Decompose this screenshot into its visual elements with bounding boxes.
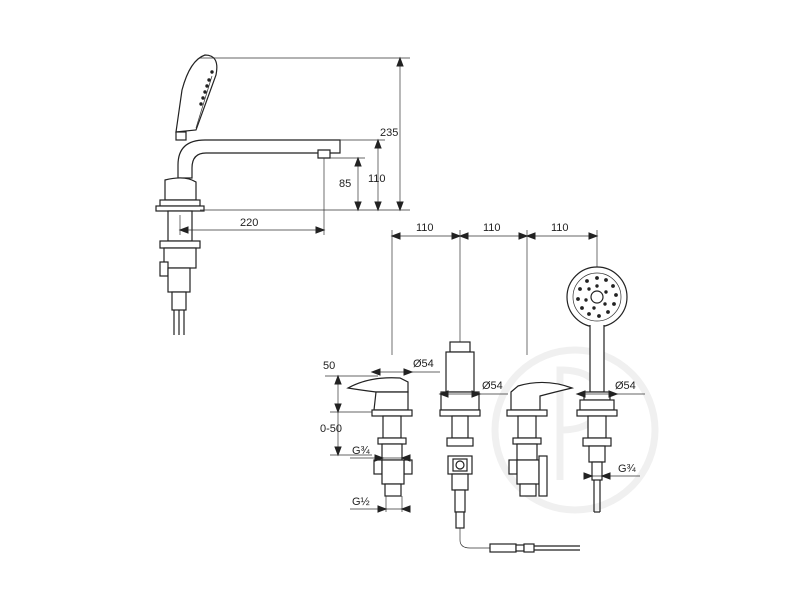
hand-shower-head (175, 54, 218, 133)
right-lever (510, 381, 575, 411)
dim-spacing-2: 110 (483, 222, 501, 234)
left-lever (346, 377, 409, 393)
side-view (155, 54, 410, 335)
dim-height-total: 235 (380, 127, 398, 139)
center-diverter (449, 341, 471, 353)
dim-dia-2: Ø54 (482, 380, 503, 392)
spout (177, 139, 341, 179)
dim-height-lever: 50 (323, 360, 335, 372)
dim-thread-g34-left: G¾ (352, 445, 371, 457)
dim-spacing-1: 110 (416, 222, 434, 234)
front-view (325, 230, 645, 553)
dim-dia-1: Ø54 (413, 358, 434, 370)
dim-height-body: 110 (368, 173, 386, 185)
connector-hose (489, 543, 517, 553)
dim-dia-3: Ø54 (615, 380, 636, 392)
dim-thread-g34-right: G¾ (618, 463, 637, 475)
dim-spacing-3: 110 (551, 222, 569, 234)
valve-body (164, 177, 197, 201)
dim-reach: 220 (240, 217, 258, 229)
dim-range: 0-50 (320, 423, 342, 435)
hand-shower-front (566, 266, 628, 513)
dim-thread-g12: G½ (352, 496, 370, 508)
dim-height-spout: 85 (339, 178, 351, 190)
